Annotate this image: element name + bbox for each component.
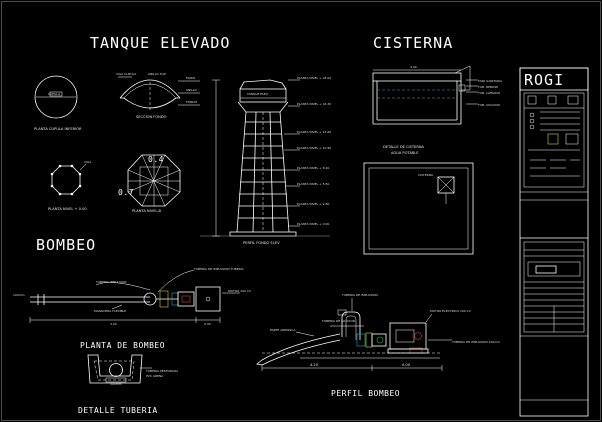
svg-text:TUB. LLENADO: TUB. LLENADO — [477, 91, 501, 95]
svg-text:4.00: 4.00 — [410, 65, 417, 69]
svg-text:0.4: 0.4 — [148, 155, 164, 164]
svg-text:PLANTA CUPULA INFERIOR: PLANTA CUPULA INFERIOR — [34, 127, 82, 131]
svg-text:PLANTA NIVEL + 0.00: PLANTA NIVEL + 0.00 — [297, 222, 329, 226]
svg-text:TAPA SANITARIA: TAPA SANITARIA — [477, 79, 503, 83]
svg-text:VIGA CUPULA: VIGA CUPULA — [116, 72, 137, 76]
svg-text:PERFIL FONDO ELEV: PERFIL FONDO ELEV — [243, 241, 280, 245]
svg-text:TUBERIA DE IMPULSION TUBERIA: TUBERIA DE IMPULSION TUBERIA — [193, 267, 245, 271]
svg-text:4.20: 4.20 — [110, 322, 117, 326]
title-detalle-tuberia: DETALLE TUBERIA — [78, 406, 158, 415]
title-tanque-elevado: TANQUE ELEVADO — [90, 34, 230, 52]
svg-text:0.00: 0.00 — [402, 363, 411, 367]
svg-text:ANILLO SUP.: ANILLO SUP. — [148, 72, 166, 76]
svg-text:TUBERIA DE IMPULSION: TUBERIA DE IMPULSION — [341, 293, 378, 297]
svg-text:VIGA: VIGA — [84, 160, 92, 164]
svg-text:0.7: 0.7 — [118, 188, 134, 197]
tanque-elevation: TANQUE ELEV. PLANTA — [200, 76, 331, 245]
svg-text:PLANTA NIVEL-B: PLANTA NIVEL-B — [132, 209, 161, 213]
title-cisterna: CISTERNA — [373, 34, 453, 52]
svg-text:TUBERIA DE SUCCION: TUBERIA DE SUCCION — [321, 319, 355, 323]
cisterna-plan: CISTERNA — [363, 162, 474, 255]
svg-text:CISTERNA: CISTERNA — [418, 173, 434, 177]
svg-text:TUBERIA PERFORADA: TUBERIA PERFORADA — [145, 369, 179, 373]
cisterna-section: TAPA SANITARIA TUB. REBOSE TUB. LLENADO … — [372, 65, 503, 155]
svg-text:TUBERIA IMPULSION: TUBERIA IMPULSION — [95, 280, 127, 284]
planta-cupula: CUPULA PLANTA CUPULA INFERIOR — [34, 75, 82, 131]
svg-text:PVC ARENA: PVC ARENA — [146, 374, 164, 378]
svg-text:PLANTA NIVEL + 5.50: PLANTA NIVEL + 5.50 — [297, 182, 329, 186]
svg-text:4.20: 4.20 — [310, 363, 319, 367]
titleblock-logo: ROGI — [524, 71, 564, 89]
svg-text:AGUA POTABLE: AGUA POTABLE — [391, 151, 419, 155]
planta-nivel-octagon: VIGA PLANTA NIVEL + 0.00 — [48, 160, 92, 211]
planta-nivel-b-octagon: 0.4 0.7 PLANTA NIVEL-B — [118, 154, 181, 213]
svg-text:MOTOR 100 CV: MOTOR 100 CV — [228, 289, 252, 293]
svg-text:PLANTA NIVEL + 2.80: PLANTA NIVEL + 2.80 — [297, 202, 329, 206]
svg-text:MURO: MURO — [186, 76, 196, 80]
svg-text:TUB. SUCCION: TUB. SUCCION — [477, 103, 500, 107]
svg-text:FONDO: FONDO — [186, 100, 198, 104]
title-planta-bombeo: PLANTA DE BOMBEO — [80, 341, 165, 350]
seccion-fondo: VIGA CUPULA ANILLO SUP. MURO ANILLO FOND… — [116, 72, 200, 119]
title-block: ROGI — [519, 67, 589, 417]
svg-text:0.30: 0.30 — [204, 322, 211, 326]
svg-text:PLANTA NIVEL + 0.00: PLANTA NIVEL + 0.00 — [48, 207, 87, 211]
svg-text:MANGUERA FLEXIBLE: MANGUERA FLEXIBLE — [94, 309, 126, 313]
svg-text:PLANTA NIVEL + 8.20: PLANTA NIVEL + 8.20 — [297, 166, 329, 170]
svg-text:PLANTA NIVEL + 10.90: PLANTA NIVEL + 10.90 — [297, 146, 331, 150]
svg-text:DETALLE DE CISTERNA: DETALLE DE CISTERNA — [383, 145, 425, 149]
svg-text:100mm: 100mm — [13, 293, 25, 297]
detalle-tuberia-drawing: 300mm TUBERIA PERFORADA PVC ARENA — [87, 354, 179, 386]
svg-text:SECCION FONDO: SECCION FONDO — [136, 115, 167, 119]
title-bombeo: BOMBEO — [36, 236, 96, 254]
svg-text:MOTOR ELECTRICO 100 CV: MOTOR ELECTRICO 100 CV — [430, 309, 472, 313]
svg-text:PARTE ARENISCA: PARTE ARENISCA — [270, 328, 296, 332]
perfil-bombeo-drawing: TUBERIA DE IMPULSION TUBERIA DE SUCCION … — [256, 293, 500, 371]
svg-text:300mm: 300mm — [110, 382, 122, 386]
title-perfil-bombeo: PERFIL BOMBEO — [331, 389, 400, 398]
svg-text:TUBERIA DE IMPULSION 100mm: TUBERIA DE IMPULSION 100mm — [451, 340, 500, 344]
planta-bombeo-drawing: TUBERIA IMPULSION TUBERIA DE IMPULSION T… — [13, 267, 252, 326]
svg-text:PLANTA NIVEL + 18.00: PLANTA NIVEL + 18.00 — [297, 76, 331, 80]
svg-text:CUPULA: CUPULA — [48, 92, 61, 96]
svg-text:PLANTA NIVEL + 16.30: PLANTA NIVEL + 16.30 — [297, 102, 331, 106]
svg-text:TANQUE ELEV.: TANQUE ELEV. — [246, 92, 269, 96]
svg-text:TUB. REBOSE: TUB. REBOSE — [477, 85, 498, 89]
svg-text:ANILLO: ANILLO — [186, 88, 197, 92]
svg-text:PLANTA NIVEL + 13.60: PLANTA NIVEL + 13.60 — [297, 130, 331, 134]
